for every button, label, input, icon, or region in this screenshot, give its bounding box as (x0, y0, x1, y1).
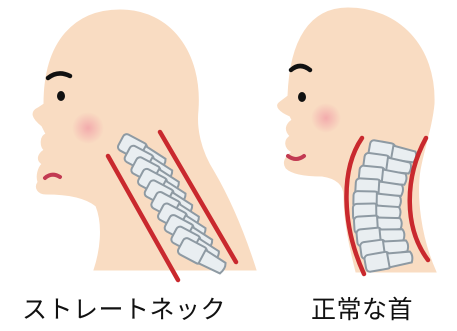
left-head-and-neck (33, 10, 256, 270)
left-eye (57, 91, 65, 101)
normal-neck-caption: 正常な首 (292, 294, 432, 326)
normal-neck-figure (278, 8, 436, 274)
right-blush (311, 103, 341, 133)
right-eye (298, 92, 306, 102)
straight-neck-figure (33, 10, 256, 280)
left-blush (72, 112, 104, 144)
straight-neck-caption: ストレートネック (8, 294, 240, 326)
